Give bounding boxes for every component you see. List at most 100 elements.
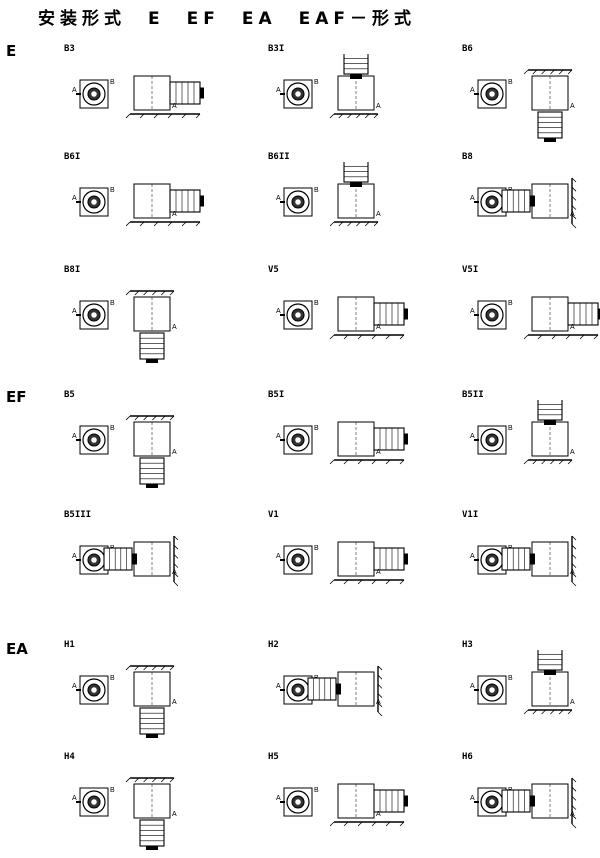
gear-unit-drawing: ABA [276, 54, 381, 119]
motor-cap [544, 138, 556, 142]
mounting-position-label: H5 [268, 752, 279, 762]
output-flange [286, 428, 310, 452]
gear-unit-drawing: A B A [72, 290, 177, 363]
shaft-label-b: B [110, 787, 115, 794]
mounting-position-v1i: V1IABA [462, 510, 600, 610]
mounting-position-label: B3I [268, 44, 285, 54]
shaft-label-b: B [508, 300, 513, 307]
motor-cap [146, 846, 158, 850]
section-label-ef: EF [6, 388, 27, 406]
gear-unit-drawing: ABA [72, 535, 179, 587]
output-flange [286, 548, 310, 572]
motor-body [343, 54, 369, 75]
shaft-label-b: B [110, 425, 115, 432]
gear-unit-drawing: ABA [276, 296, 408, 340]
shaft-label-a: A [172, 811, 177, 818]
motor-body [501, 189, 531, 213]
mounting-diagram: ABA [276, 665, 383, 717]
shaft-label-b: B [314, 79, 319, 86]
shaft-label-b: B [508, 425, 513, 432]
shaft-label-a: A [72, 87, 77, 94]
motor-body [501, 789, 531, 813]
shaft-label-a: A [570, 449, 575, 456]
mounting-diagram: ABA [72, 415, 177, 488]
motor-cap [404, 553, 408, 565]
mounting-diagram: ABA [72, 535, 179, 587]
shaft-label-a: A [570, 324, 575, 331]
shaft-label-a: A [172, 324, 177, 331]
shaft-label-a: A [172, 569, 177, 576]
motor-cap [544, 670, 556, 675]
output-flange [286, 790, 310, 814]
shaft-label-a: A [376, 103, 381, 110]
shaft-label-a: A [72, 553, 77, 560]
shaft-label-a: A [72, 195, 77, 202]
shaft-label-a: A [172, 449, 177, 456]
motor-body [537, 400, 563, 421]
motor-body [501, 547, 531, 571]
shaft-label-a: A [470, 683, 475, 690]
shaft-label-b: B [314, 545, 319, 552]
motor-body [103, 547, 133, 571]
motor-body [537, 111, 563, 139]
motor-cap [336, 683, 341, 695]
shaft-label-b: B [314, 425, 319, 432]
shaft-label-a: A [376, 699, 381, 706]
shaft-label-a: A [376, 811, 381, 818]
motor-cap [404, 308, 408, 320]
motor-cap [350, 74, 362, 79]
mounting-position-b8: B8ABA [462, 152, 600, 252]
motor-body [307, 677, 337, 701]
mounting-position-b5iii: B5III ABA [64, 510, 214, 610]
shaft-label-b: B [110, 675, 115, 682]
motor-cap [530, 195, 535, 207]
mounting-position-h6: H6ABA [462, 752, 600, 852]
gear-unit-drawing: ABA [72, 183, 204, 227]
gear-unit-drawing: ABA [276, 421, 408, 465]
shaft-label-a: A [470, 433, 475, 440]
mounting-diagram: A B A [72, 290, 177, 363]
shaft-label-b: B [110, 300, 115, 307]
mounting-position-label: H1 [64, 640, 75, 650]
output-flange [480, 303, 504, 327]
shaft-label-a: A [570, 103, 575, 110]
motor-cap [132, 553, 137, 565]
gear-unit-drawing: ABA [72, 415, 177, 488]
shaft-label-a: A [72, 795, 77, 802]
shaft-label-a: A [72, 308, 77, 315]
gear-unit-drawing: ABA [72, 665, 177, 738]
shaft-label-a: A [470, 195, 475, 202]
gear-unit-drawing: ABA [470, 177, 577, 229]
output-flange [480, 428, 504, 452]
mounting-position-label: B8 [462, 152, 473, 162]
shaft-label-a: A [376, 211, 381, 218]
motor-cap [530, 553, 535, 565]
motor-cap [350, 182, 362, 187]
motor-cap [544, 420, 556, 425]
mounting-diagram: A B A [72, 777, 177, 850]
mounting-position-label: V5 [268, 265, 279, 275]
output-flange [286, 82, 310, 106]
mounting-position-label: B6II [268, 152, 290, 162]
motor-body [373, 547, 405, 571]
shaft-label-a: A [276, 308, 281, 315]
mounting-position-label: H3 [462, 640, 473, 650]
mounting-diagram: ABA [470, 69, 575, 142]
output-flange [480, 678, 504, 702]
mounting-diagram: ABA [72, 665, 177, 738]
gear-unit-drawing: ABA [470, 650, 575, 715]
mounting-position-label: B5III [64, 510, 92, 520]
mounting-position-label: V1 [268, 510, 279, 520]
shaft-label-a: A [470, 308, 475, 315]
motor-cap [146, 734, 158, 738]
motor-body [169, 189, 201, 213]
